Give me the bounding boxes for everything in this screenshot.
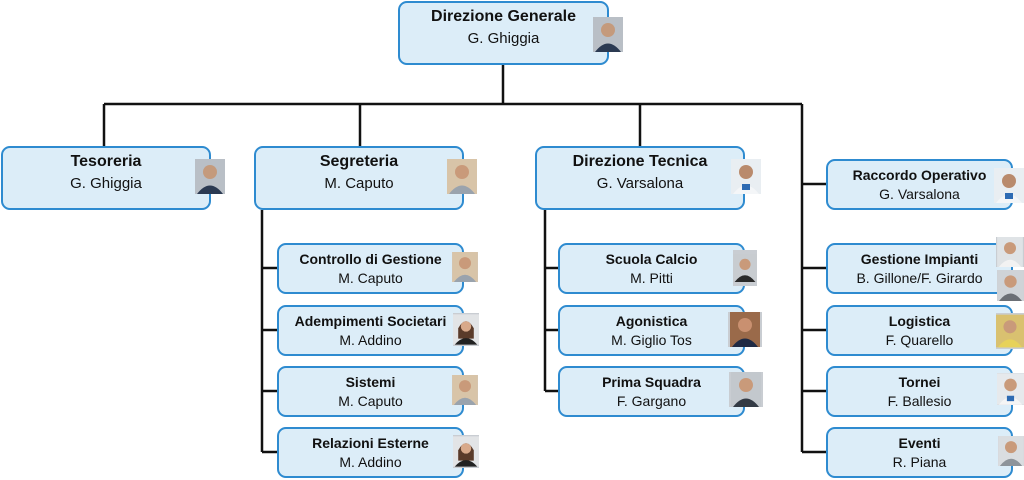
person-photo-icon [453,313,479,346]
person-photo-icon [452,375,478,405]
node-direzione-generale: Direzione Generale G. Ghiggia [398,1,609,65]
node-title: Adempimenti Societari [294,313,447,329]
node-title: Scuola Calcio [605,251,698,267]
node-title: Sistemi [345,374,396,390]
node-logistica: Logistica F. Quarello [826,305,1013,356]
node-person: M. Caputo [324,175,394,192]
person-photo-icon [593,17,623,52]
node-raccordo-operativo: Raccordo Operativo G. Varsalona [826,159,1013,210]
person-photo-icon [452,252,478,282]
node-person: M. Addino [339,454,402,470]
person-photo-icon [998,436,1024,466]
node-person: M. Giglio Tos [611,332,692,348]
node-adempimenti-societari: Adempimenti Societari M. Addino [277,305,464,356]
person-photo-icon [996,237,1024,267]
node-controllo-gestione: Controllo di Gestione M. Caputo [277,243,464,294]
node-person: M. Addino [339,332,402,348]
node-person: B. Gillone/F. Girardo [856,270,983,286]
node-eventi: Eventi R. Piana [826,427,1013,478]
node-title: Prima Squadra [602,374,701,390]
node-title: Relazioni Esterne [312,435,429,451]
node-prima-squadra: Prima Squadra F. Gargano [558,366,745,417]
node-sistemi: Sistemi M. Caputo [277,366,464,417]
node-title: Eventi [898,435,941,451]
person-photo-icon [729,372,763,407]
node-title: Direzione Tecnica [572,153,708,170]
node-title: Raccordo Operativo [852,167,987,183]
node-person: R. Piana [892,454,947,470]
node-title: Segreteria [319,153,399,170]
person-photo-icon [997,373,1024,405]
node-title: Controllo di Gestione [299,251,442,267]
node-title: Logistica [888,313,951,329]
node-title: Direzione Generale [431,8,576,25]
person-photo-icon [447,159,477,194]
node-direzione-tecnica: Direzione Tecnica G. Varsalona [535,146,745,210]
node-scuola-calcio: Scuola Calcio M. Pitti [558,243,745,294]
node-gestione-impianti: Gestione Impianti B. Gillone/F. Girardo [826,243,1013,294]
node-title: Tesoreria [70,153,142,170]
person-photo-icon [728,312,762,347]
node-person: G. Varsalona [879,186,960,202]
node-person: G. Ghiggia [467,30,540,47]
node-tornei: Tornei F. Ballesio [826,366,1013,417]
node-person: M. Caputo [338,270,403,286]
node-relazioni-esterne: Relazioni Esterne M. Addino [277,427,464,478]
person-photo-icon [994,168,1024,203]
node-agonistica: Agonistica M. Giglio Tos [558,305,745,356]
node-person: F. Ballesio [887,393,952,409]
node-person: M. Pitti [630,270,673,286]
node-person: F. Quarello [885,332,954,348]
node-title: Tornei [898,374,941,390]
person-photo-icon [996,313,1024,349]
person-photo-icon [731,159,761,194]
node-segreteria: Segreteria M. Caputo [254,146,464,210]
node-person: G. Varsalona [596,175,684,192]
person-photo-icon [195,159,225,194]
person-photo-icon [997,270,1024,301]
person-photo-icon [733,250,757,286]
node-title: Gestione Impianti [860,251,979,267]
node-person: F. Gargano [616,393,687,409]
node-title: Agonistica [615,313,688,329]
node-person: M. Caputo [338,393,403,409]
node-person: G. Ghiggia [70,175,142,192]
node-tesoreria: Tesoreria G. Ghiggia [1,146,211,210]
person-photo-icon [453,435,479,468]
